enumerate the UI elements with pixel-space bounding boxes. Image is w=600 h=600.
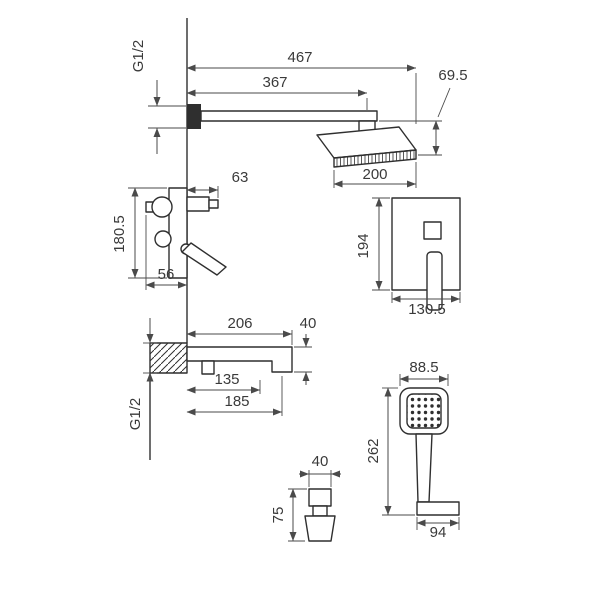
dim-spout-height-label: 40 [300, 315, 317, 332]
valve-knob [151, 196, 173, 218]
dim-plate-width: 130.5 [391, 292, 461, 318]
spout-body [186, 346, 293, 373]
dim-head-width: 200 [333, 162, 417, 188]
dim-arm-reach: 367 [186, 74, 368, 110]
thread-top-label: G1/2 [130, 40, 147, 73]
dim-spout-a-label: 135 [214, 371, 239, 388]
mixer-valve [145, 187, 227, 279]
dim-mixer-stub-label: 63 [232, 169, 249, 186]
dim-spout-length-label: 206 [227, 315, 252, 332]
dim-spout-height: 40 [294, 315, 316, 385]
dim-spout-b-label: 185 [224, 393, 249, 410]
overhead-shower [316, 126, 417, 168]
dim-elbow-height-label: 75 [270, 507, 287, 524]
dim-mixer-height-label: 180.5 [111, 215, 128, 253]
spray-face [333, 149, 417, 168]
dim-head-drop: 69.5 [379, 67, 468, 156]
hand-shower-foot [416, 501, 460, 516]
dim-handshower-length-label: 262 [365, 438, 382, 463]
dim-elbow-height: 75 [270, 488, 307, 542]
wall-elbow [304, 488, 336, 542]
hand-shower-spray-face [406, 393, 442, 429]
diverter-window [423, 221, 442, 240]
shower-arm [187, 104, 378, 134]
dim-plate-width-label: 130.5 [408, 301, 446, 318]
dim-mixer-depth: 56 [145, 215, 187, 290]
dim-spout-a: 135 [186, 371, 261, 394]
dim-total-reach: 467 [186, 49, 417, 124]
dim-mixer-depth-label: 56 [158, 266, 175, 283]
thread-connection-top: G1/2 [130, 40, 186, 154]
dim-arm-reach-label: 367 [262, 74, 287, 91]
dim-spout-length: 206 [186, 315, 293, 345]
dim-plate-height-label: 194 [355, 233, 372, 258]
dim-handshower-foot: 94 [416, 517, 460, 541]
control-plate [391, 197, 461, 311]
dim-total-reach-label: 467 [287, 49, 312, 66]
dim-spout-b: 185 [186, 376, 283, 416]
dim-elbow-width-label: 40 [312, 453, 329, 470]
bath-spout [149, 342, 293, 375]
wall-line [146, 18, 188, 460]
thread-bottom-label: G1/2 [127, 398, 144, 431]
diverter-pull [201, 360, 215, 375]
dim-head-width-label: 200 [362, 166, 387, 183]
dim-head-drop-label: 69.5 [438, 67, 467, 84]
wall-section [149, 342, 188, 374]
dim-handshower-foot-label: 94 [430, 524, 447, 541]
wall-flange [187, 104, 201, 129]
dim-mixer-height: 180.5 [111, 187, 167, 279]
hand-shower [399, 387, 460, 516]
dim-handshower-width: 88.5 [399, 359, 449, 386]
dim-handshower-length: 262 [365, 387, 415, 516]
valve-lever [181, 242, 227, 276]
valve-stub [186, 196, 210, 212]
dim-handshower-width-label: 88.5 [409, 359, 438, 376]
thread-connection-bottom: G1/2 [127, 318, 157, 430]
dim-plate-height: 194 [355, 197, 390, 291]
valve-cartridge [154, 230, 172, 248]
dim-mixer-stub: 63 [186, 169, 249, 198]
dim-elbow-width: 40 [299, 453, 341, 487]
hand-shower-handle [415, 433, 433, 503]
